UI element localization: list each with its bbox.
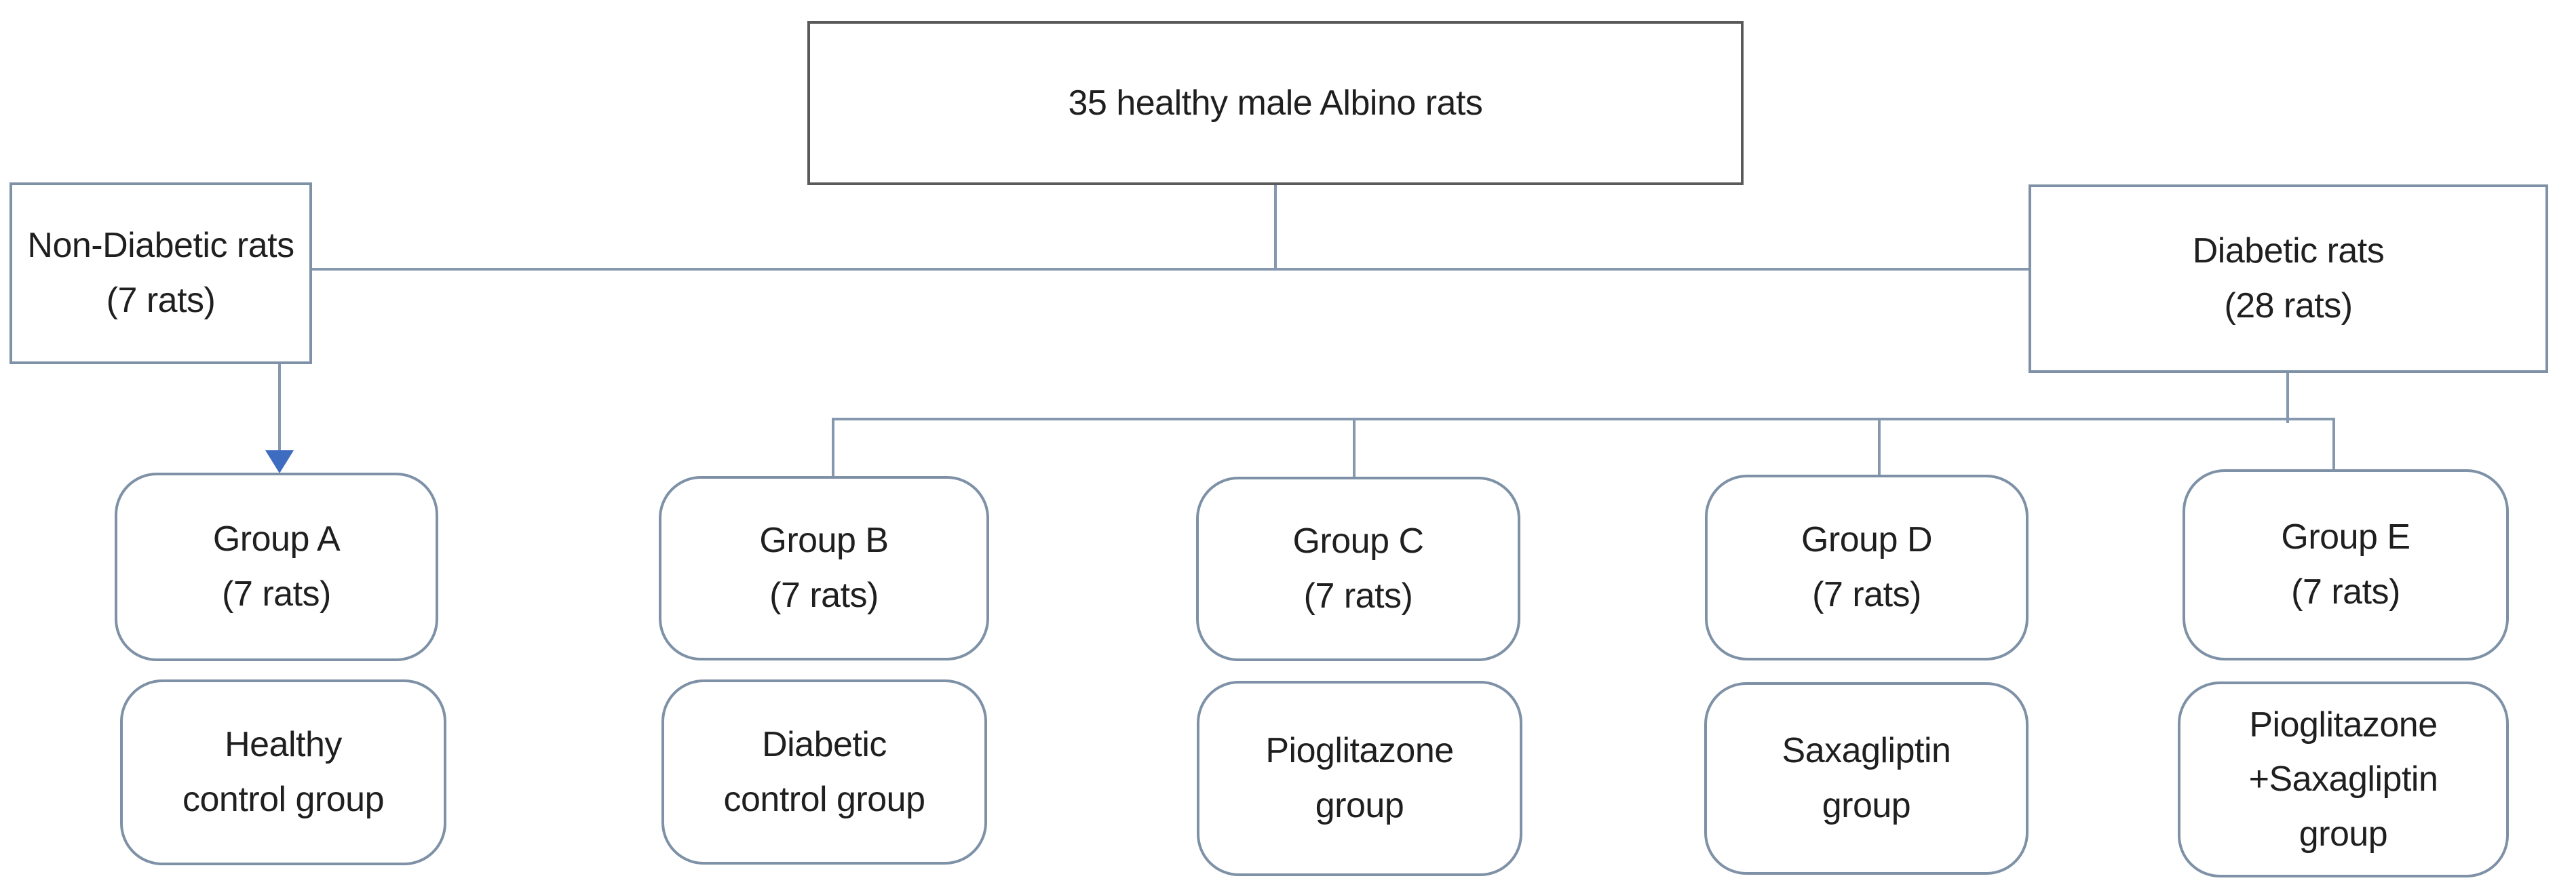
group-box-c: Group C (7 rats) xyxy=(1196,477,1520,661)
description-label: Diabetic control group xyxy=(723,724,925,819)
connector-drop-groupC xyxy=(1353,418,1356,479)
connector-branches-horizontal xyxy=(311,268,2030,271)
branch-box-diabetic: Diabetic rats (28 rats) xyxy=(2029,184,2548,373)
group-box-e: Group E (7 rats) xyxy=(2183,469,2509,660)
description-box-a: Healthy control group xyxy=(120,679,446,865)
arrow-down-icon xyxy=(265,450,294,473)
branch-title: Non-Diabetic rats xyxy=(27,226,294,266)
description-box-b: Diabetic control group xyxy=(661,679,987,865)
branch-subtitle: (7 rats) xyxy=(106,281,216,320)
group-title: Group C xyxy=(1292,521,1424,561)
connector-nondiabetic-to-groupA-line xyxy=(278,364,281,453)
group-subtitle: (7 rats) xyxy=(1303,576,1413,616)
branch-subtitle: (28 rats) xyxy=(2224,286,2353,325)
group-box-a: Group A (7 rats) xyxy=(115,473,438,661)
branch-title: Diabetic rats xyxy=(2192,231,2385,271)
description-label: Pioglitazone +Saxagliptin group xyxy=(2248,705,2438,854)
group-subtitle: (7 rats) xyxy=(2291,572,2400,612)
group-box-b: Group B (7 rats) xyxy=(659,476,989,660)
group-title: Group A xyxy=(212,519,341,559)
connector-diabetic-groups-horizontal xyxy=(832,418,2335,420)
description-box-c: Pioglitazone group xyxy=(1197,681,1522,876)
branch-box-non-diabetic: Non-Diabetic rats (7 rats) xyxy=(9,182,312,364)
description-box-d: Saxagliptin group xyxy=(1704,682,2029,875)
connector-drop-groupD xyxy=(1878,418,1881,477)
group-subtitle: (7 rats) xyxy=(1812,575,1921,614)
connector-diabetic-vertical xyxy=(2286,373,2289,423)
root-box: 35 healthy male Albino rats xyxy=(807,21,1744,185)
description-label: Saxagliptin group xyxy=(1782,731,1951,825)
description-box-e: Pioglitazone +Saxagliptin group xyxy=(2178,681,2509,877)
group-subtitle: (7 rats) xyxy=(222,574,331,614)
group-title: Group E xyxy=(2281,517,2410,557)
description-label: Pioglitazone group xyxy=(1265,731,1454,825)
group-title: Group D xyxy=(1801,520,1933,560)
root-label: 35 healthy male Albino rats xyxy=(1068,83,1483,123)
connector-drop-groupB xyxy=(832,418,834,479)
connector-root-vertical xyxy=(1274,185,1277,270)
description-label: Healthy control group xyxy=(182,725,385,819)
group-title: Group B xyxy=(759,521,889,561)
connector-drop-groupE xyxy=(2332,418,2335,472)
group-subtitle: (7 rats) xyxy=(769,576,879,615)
group-box-d: Group D (7 rats) xyxy=(1705,475,2029,660)
